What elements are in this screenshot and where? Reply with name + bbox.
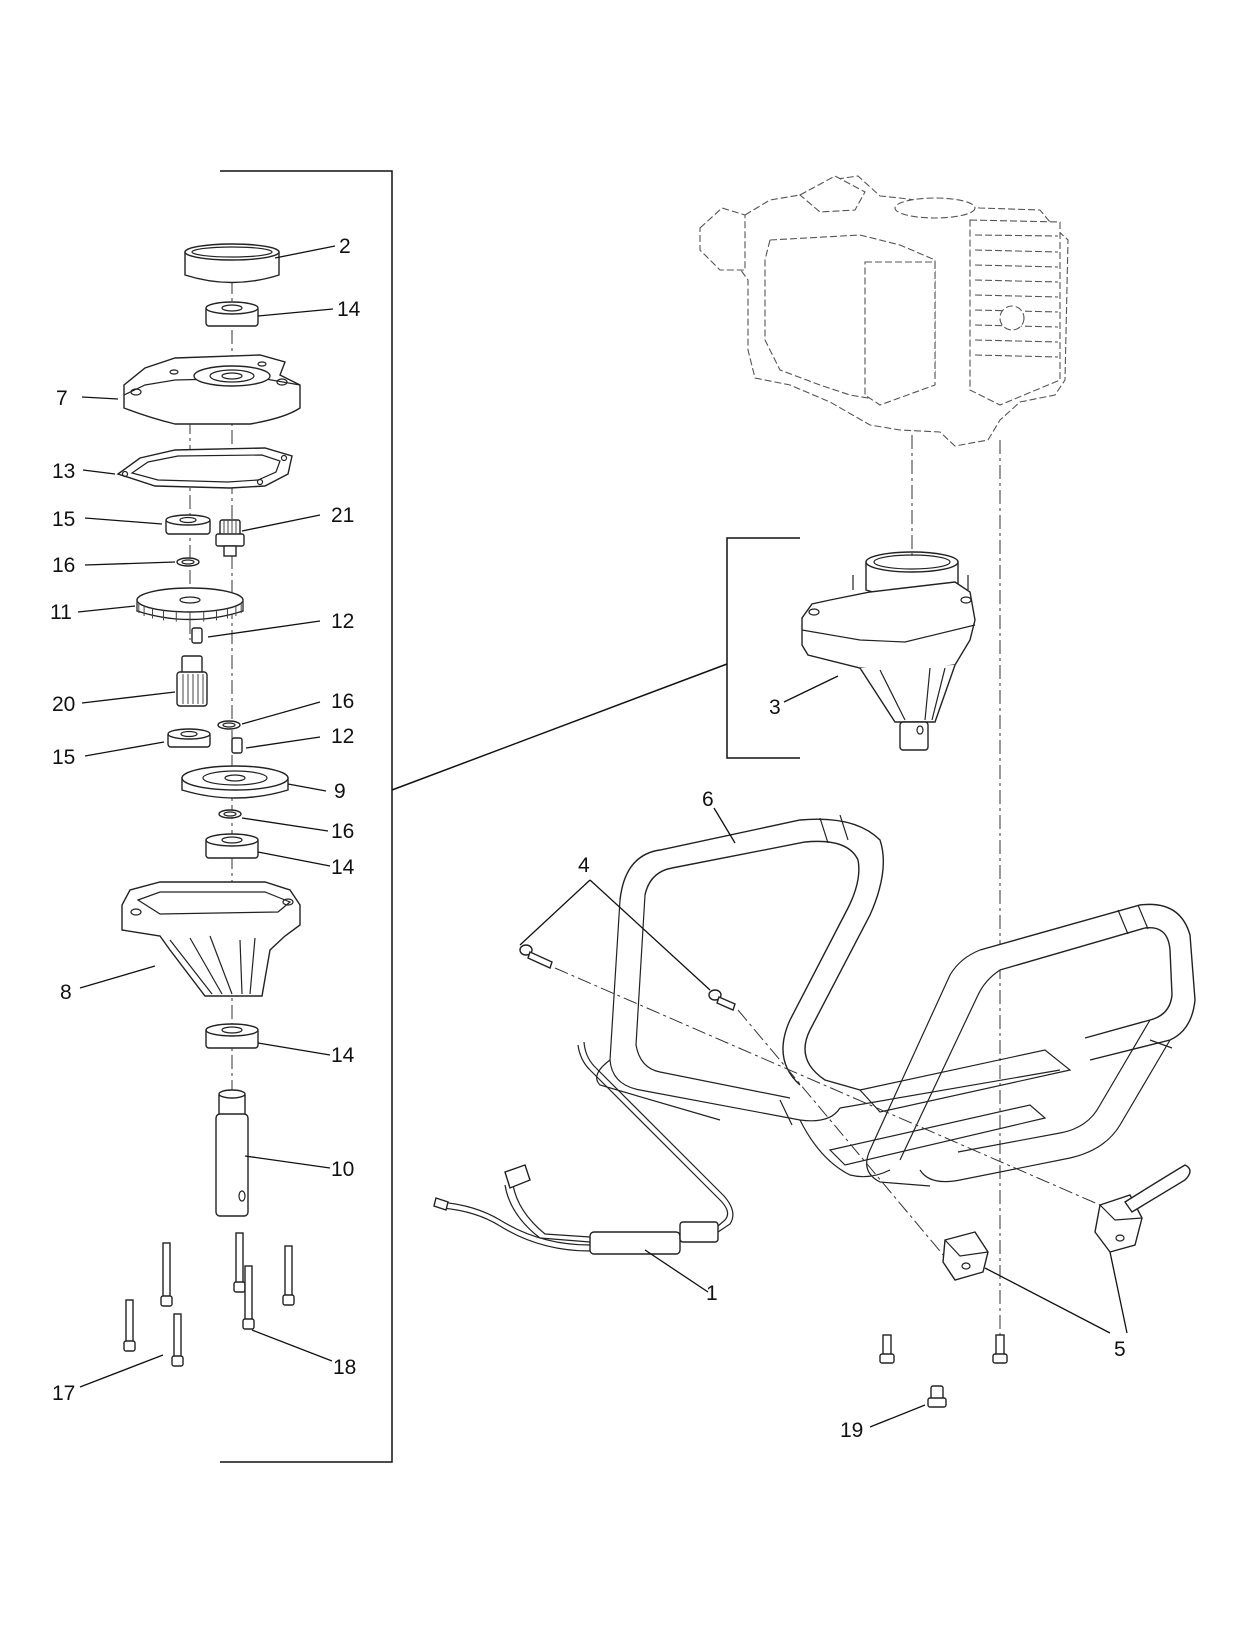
callout-16-lower: 16 — [331, 820, 354, 843]
part-7-upper-housing — [123, 354, 301, 425]
screw-a — [519, 944, 553, 969]
part-20-shaft-pinion — [176, 655, 208, 707]
part-19-frame-bolts — [879, 1334, 1008, 1408]
part-5-throttle-controls — [942, 1164, 1191, 1281]
screw-b — [708, 989, 736, 1011]
callout-16-upper: 16 — [52, 554, 75, 577]
part-4-screws — [519, 944, 1101, 1276]
part-14-bearing-bottom — [205, 1023, 259, 1049]
bolt-f — [242, 1265, 255, 1330]
callout-7: 7 — [56, 387, 68, 410]
part-12-pin-lower — [231, 737, 243, 754]
callout-3: 3 — [769, 696, 781, 719]
part-16-snap-ring-upper — [176, 557, 200, 567]
callout-14-top: 14 — [337, 298, 361, 321]
callout-14-middle: 14 — [331, 856, 355, 879]
part-2-seal-cup — [184, 243, 280, 284]
callout-10: 10 — [331, 1158, 354, 1181]
callout-1: 1 — [706, 1282, 718, 1305]
engine-mount-axis-lines — [911, 435, 1001, 1340]
part-12-pin-upper — [191, 627, 203, 644]
part-9-large-gear — [181, 765, 289, 799]
part-16-snap-ring-middle — [217, 720, 241, 730]
part-8-lower-housing — [121, 881, 301, 997]
callout-4: 4 — [578, 854, 590, 877]
callout-12-upper: 12 — [331, 610, 354, 633]
part-6-frame-handle — [596, 814, 1196, 1187]
callout-labels: 2 14 7 13 15 21 16 11 12 16 20 12 15 9 1… — [50, 235, 1126, 1442]
callout-21: 21 — [331, 504, 354, 527]
part-15-bearing-upper — [165, 514, 211, 535]
part-15-bearing-lower — [167, 728, 211, 748]
gearbox-assembly-bracket — [220, 170, 728, 1463]
bolt-b — [123, 1299, 136, 1352]
part-21-pinion — [215, 519, 245, 557]
part-10-output-shaft — [215, 1089, 249, 1217]
part-3-gearbox-assembly — [801, 551, 976, 751]
callout-15-lower: 15 — [52, 746, 75, 769]
callout-6: 6 — [702, 788, 714, 811]
gearbox-bolts — [123, 1232, 295, 1367]
leader-lines — [77, 245, 1128, 1428]
callout-16-middle: 16 — [331, 690, 354, 713]
part-11-large-gear — [136, 587, 244, 622]
callout-11: 11 — [50, 601, 72, 624]
callout-8: 8 — [60, 981, 72, 1004]
bolt-e — [282, 1245, 295, 1306]
bolt-d — [233, 1232, 246, 1293]
gearbox-assembly-bracket-right — [726, 537, 800, 759]
frame-bolt-b — [992, 1334, 1008, 1364]
part-13-gasket — [116, 447, 293, 489]
part-14-bearing-middle — [205, 833, 259, 859]
part-16-snap-ring-lower — [218, 809, 242, 819]
callout-17: 17 — [52, 1382, 75, 1405]
part-14-bearing-top — [205, 301, 259, 327]
callout-18: 18 — [333, 1356, 356, 1379]
callout-2: 2 — [339, 235, 351, 258]
callout-15-upper: 15 — [52, 508, 75, 531]
callout-14-bottom: 14 — [331, 1044, 355, 1067]
part-1-throttle-cable — [433, 1041, 734, 1255]
callout-20: 20 — [52, 693, 75, 716]
frame-bolt-c — [927, 1385, 947, 1408]
callout-13: 13 — [52, 460, 75, 483]
callout-9: 9 — [334, 780, 346, 803]
callout-5: 5 — [1114, 1338, 1126, 1361]
callout-19: 19 — [840, 1419, 863, 1442]
engine-phantom — [699, 175, 1069, 447]
bolt-c — [171, 1313, 184, 1367]
callout-12-lower: 12 — [331, 725, 354, 748]
frame-bolt-a — [879, 1334, 895, 1364]
bolt-a — [160, 1242, 173, 1307]
